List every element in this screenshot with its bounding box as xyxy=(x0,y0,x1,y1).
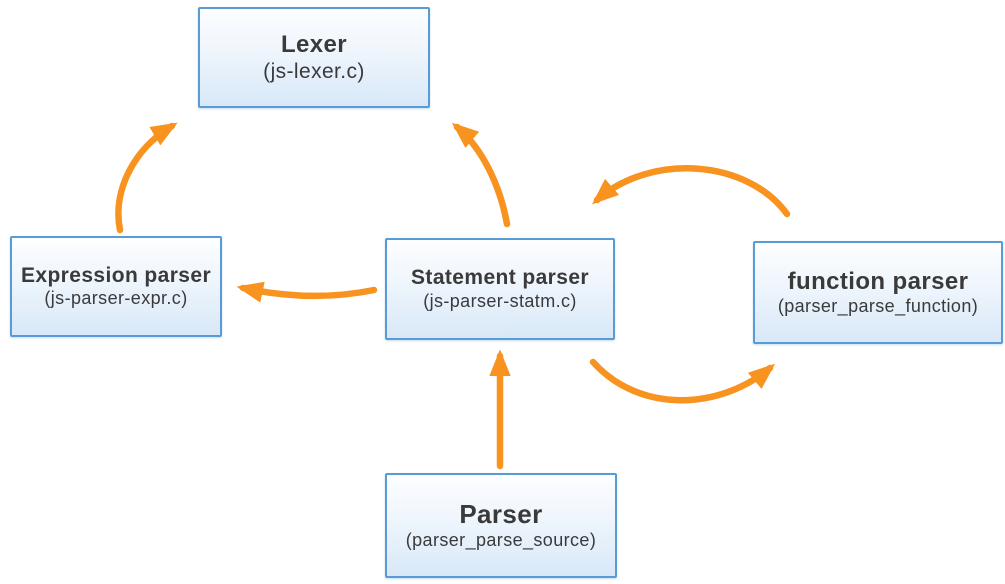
node-function-parser: function parser (parser_parse_function) xyxy=(753,241,1003,344)
arrow-function-parser-to-statement-parser xyxy=(591,165,791,218)
node-lexer: Lexer (js-lexer.c) xyxy=(198,7,430,108)
node-expression-parser-title: Expression parser xyxy=(20,263,212,287)
arrow-statement-parser-to-expression-parser xyxy=(236,281,378,303)
arrow-expression-parser-to-lexer xyxy=(115,122,178,234)
node-statement-parser-title: Statement parser xyxy=(411,266,589,290)
node-parser-title: Parser xyxy=(459,498,543,529)
node-function-parser-title: function parser xyxy=(787,267,969,295)
node-parser-subtitle: (parser_parse_source) xyxy=(405,530,597,551)
arrow-statement-parser-to-lexer xyxy=(451,122,511,228)
node-parser: Parser (parser_parse_source) xyxy=(385,473,617,578)
node-expression-parser-subtitle: (js-parser-expr.c) xyxy=(44,288,188,309)
node-function-parser-subtitle: (parser_parse_function) xyxy=(777,296,979,317)
node-lexer-subtitle: (js-lexer.c) xyxy=(263,60,365,84)
node-lexer-title: Lexer xyxy=(280,31,348,59)
node-statement-parser: Statement parser (js-parser-statm.c) xyxy=(385,238,615,340)
arrow-statement-parser-to-function-parser xyxy=(589,358,776,404)
node-statement-parser-subtitle: (js-parser-statm.c) xyxy=(423,290,577,311)
node-expression-parser: Expression parser (js-parser-expr.c) xyxy=(10,236,222,337)
